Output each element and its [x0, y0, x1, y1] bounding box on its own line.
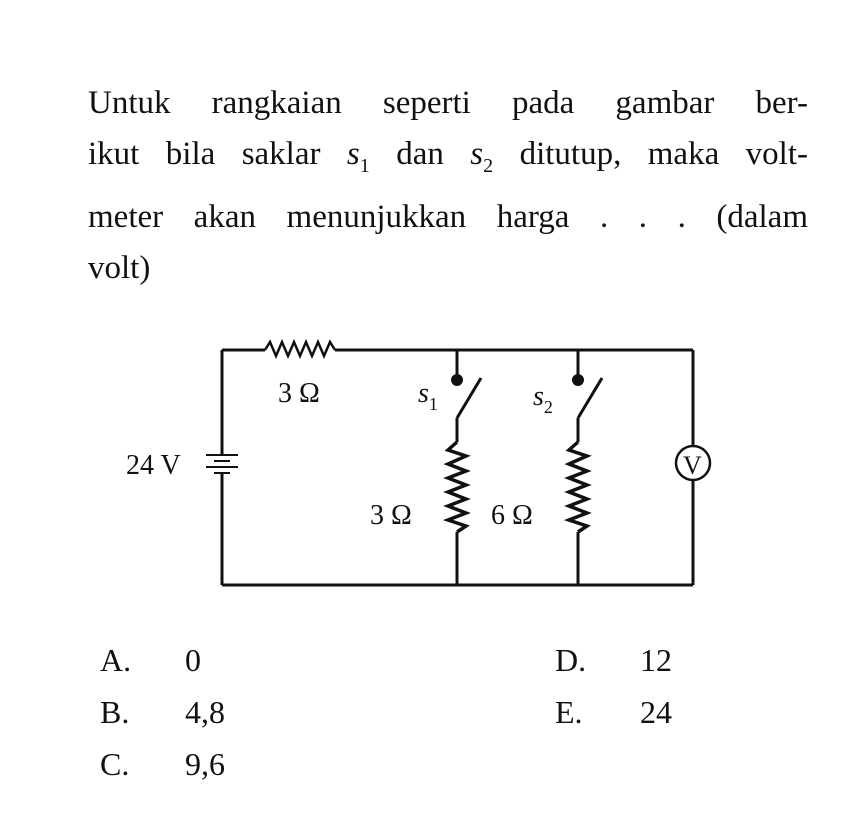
text: s [470, 136, 484, 172]
question-line-2: ikut bila saklar s1 dan s2 ditutup, maka… [88, 129, 808, 192]
question-line-4: volt) [88, 250, 151, 286]
branch1-resistor-icon [442, 440, 471, 534]
switch1-icon [455, 377, 483, 419]
option-c[interactable]: C. 9,6 [100, 746, 225, 783]
subscript: 1 [359, 155, 370, 177]
switch2-contact-icon [572, 374, 584, 386]
var-s2: s2 [470, 136, 493, 177]
text: s [346, 136, 360, 172]
subscript: 2 [544, 397, 553, 417]
var-s1: s1 [346, 136, 370, 177]
option-b[interactable]: B. 4,8 [100, 694, 225, 731]
switch1-contact-icon [451, 374, 463, 386]
voltmeter-icon [674, 444, 712, 482]
subscript: 1 [429, 394, 438, 414]
option-value: 12 [640, 642, 672, 678]
text: s [533, 381, 544, 412]
branch2-resistor-icon [563, 440, 592, 534]
option-value: 0 [185, 642, 201, 678]
option-e[interactable]: E. 24 [555, 694, 672, 731]
text: ditutup, maka volt- [493, 136, 808, 172]
option-key: D. [555, 642, 587, 678]
text: s [418, 378, 429, 409]
switch1-label: s1 [418, 378, 438, 414]
source-label: 24 V [126, 450, 181, 481]
text: dan [369, 136, 471, 172]
series-resistor-icon [263, 338, 337, 360]
option-value: 24 [640, 694, 672, 730]
option-value: 4,8 [185, 694, 225, 730]
option-d[interactable]: D. 12 [555, 642, 672, 679]
text: ikut bila saklar [88, 136, 347, 172]
option-key: A. [100, 642, 132, 678]
option-value: 9,6 [185, 746, 225, 782]
subscript: 2 [483, 155, 494, 177]
option-key: E. [555, 694, 583, 730]
switch2-icon [576, 377, 604, 419]
battery-icon [206, 454, 238, 474]
branch2-resistor-label: 6 Ω [491, 500, 533, 531]
question-text: Untuk rangkaian seperti pada gambar ber-… [88, 78, 808, 294]
question-line-3: meter akan menunjukkan harga . . . (dala… [88, 199, 808, 235]
option-a[interactable]: A. 0 [100, 642, 201, 679]
branch1-resistor-label: 3 Ω [370, 500, 412, 531]
question-line-1: Untuk rangkaian seperti pada gambar ber- [88, 85, 808, 121]
switch2-label: s2 [533, 381, 553, 417]
option-key: C. [100, 746, 130, 782]
series-resistor-label: 3 Ω [278, 378, 320, 409]
voltmeter-label: V [683, 451, 702, 480]
option-key: B. [100, 694, 130, 730]
